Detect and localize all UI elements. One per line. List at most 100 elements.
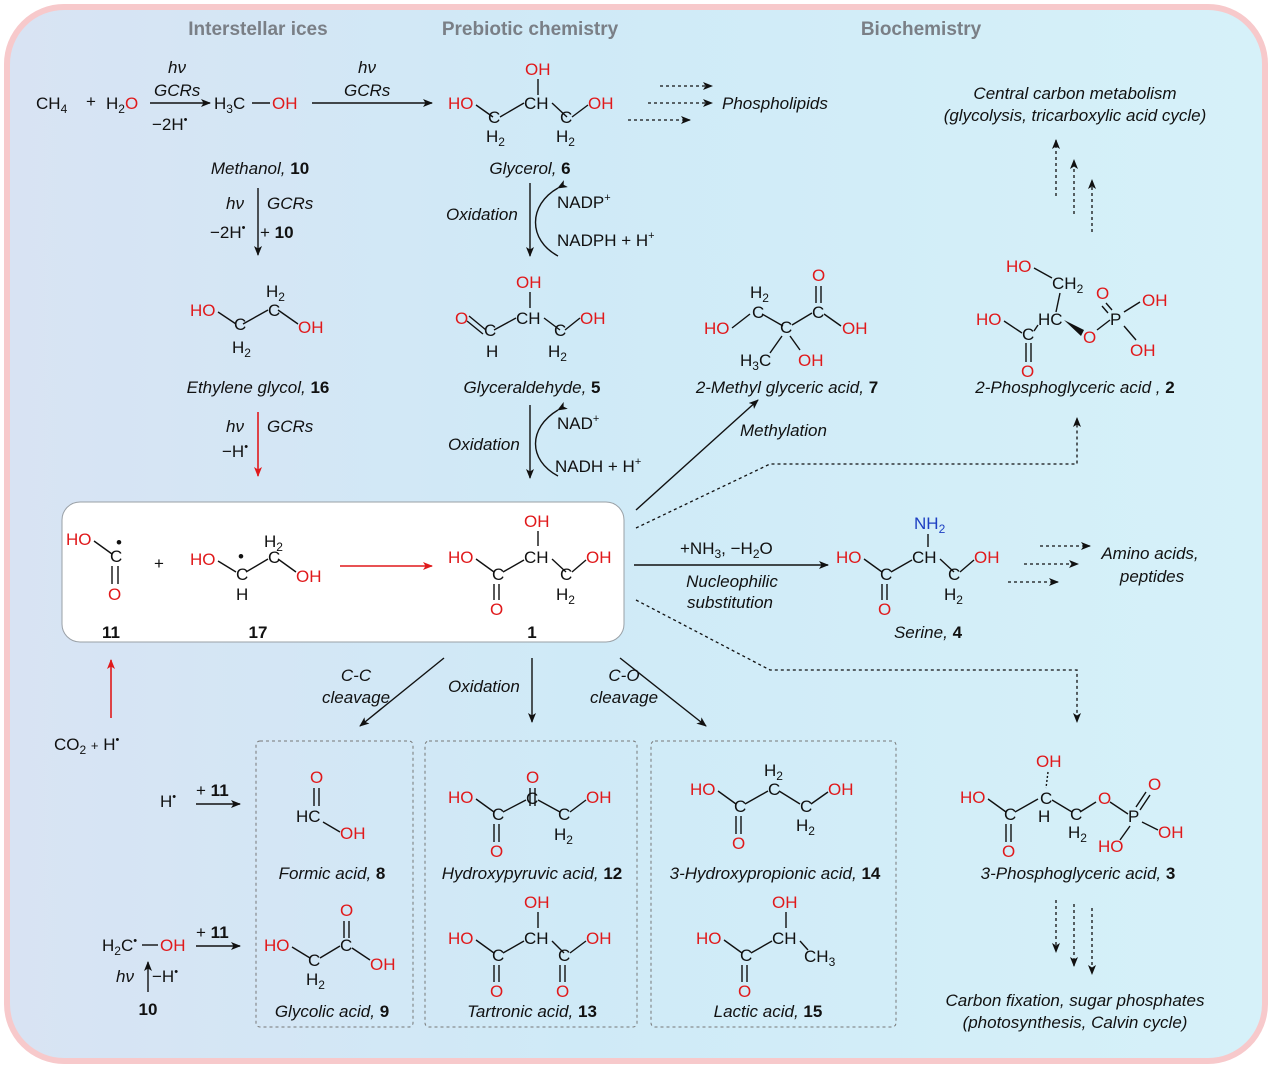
methylation-label: Methylation xyxy=(740,421,827,440)
svg-text:H2: H2 xyxy=(764,761,783,783)
serine-structure: NH2 HO C O CH C H2 OH xyxy=(836,514,1000,619)
svg-text:C: C xyxy=(1070,805,1082,824)
svg-text:H2: H2 xyxy=(232,338,251,360)
plus-11-label-1: + 11 xyxy=(196,781,229,800)
glyceraldehyde-label: Glyceraldehyde, 5 xyxy=(463,378,600,397)
svg-text:OH: OH xyxy=(588,94,614,113)
compound-10-number: 10 xyxy=(139,1000,158,1019)
methyl-glyceric-acid-label: 2-Methyl glyceric acid, 7 xyxy=(695,378,878,397)
svg-text:HO: HO xyxy=(690,780,716,799)
nad-label: NAD+ xyxy=(557,413,599,433)
svg-text:H: H xyxy=(236,585,248,604)
svg-text:H3C: H3C xyxy=(214,94,245,116)
svg-text:+: + xyxy=(86,92,96,111)
svg-text:OH: OH xyxy=(296,567,322,586)
plus-11-label-2: + 11 xyxy=(196,923,229,942)
svg-text:C: C xyxy=(492,805,504,824)
hv-label-3: hν xyxy=(226,194,244,213)
h-radical-reactant: H• xyxy=(160,791,176,811)
svg-text:HO: HO xyxy=(1098,837,1124,856)
svg-text:H2: H2 xyxy=(554,825,573,847)
svg-text:•: • xyxy=(116,533,122,552)
nadp-curved-arrow xyxy=(534,180,568,257)
svg-text:HC: HC xyxy=(1038,310,1063,329)
radical-11-structure: HO C • O xyxy=(66,530,122,604)
svg-text:C: C xyxy=(484,321,496,340)
svg-text:O: O xyxy=(1096,284,1109,303)
svg-text:H2: H2 xyxy=(750,283,769,305)
svg-text:O: O xyxy=(108,585,121,604)
svg-text:OH: OH xyxy=(298,318,324,337)
svg-text:O: O xyxy=(1002,842,1015,861)
svg-text:OH: OH xyxy=(370,955,396,974)
minus-2h-label-1: −2H• xyxy=(152,114,188,134)
svg-text:C: C xyxy=(268,548,280,567)
svg-text:C: C xyxy=(812,303,824,322)
svg-text:C: C xyxy=(492,946,504,965)
svg-text:OH: OH xyxy=(842,319,868,338)
hydroxypropionic-acid-structure: HO C O H2 C C H2 OH xyxy=(690,761,854,853)
glycerol-label: Glycerol, 6 xyxy=(489,159,570,178)
svg-text:OH: OH xyxy=(340,824,366,843)
svg-text:C: C xyxy=(234,315,246,334)
svg-text:C: C xyxy=(340,936,352,955)
svg-text:O: O xyxy=(556,982,569,1001)
svg-text:HO: HO xyxy=(976,310,1002,329)
lactic-acid-structure: OH HO C O CH CH3 xyxy=(696,893,836,1001)
svg-text:C: C xyxy=(268,301,280,320)
svg-text:NH2: NH2 xyxy=(914,514,946,536)
svg-text:O: O xyxy=(455,309,468,328)
hydroxypyruvic-acid-structure: O HO C O C C H2 OH xyxy=(448,768,612,861)
oxidation-label-1: Oxidation xyxy=(446,205,518,224)
svg-text:HO: HO xyxy=(448,548,474,567)
svg-text:OH: OH xyxy=(160,936,186,955)
nadh-label: NADH + H+ xyxy=(555,456,641,476)
svg-text:OH: OH xyxy=(1142,291,1168,310)
svg-text:CH: CH xyxy=(912,548,937,567)
svg-text:CH: CH xyxy=(516,309,541,328)
svg-text:H2: H2 xyxy=(266,282,285,304)
gcrs-label-1: GCRs xyxy=(154,81,201,100)
header-biochemistry: Biochemistry xyxy=(861,19,982,40)
tartronic-acid-label: Tartronic acid, 13 xyxy=(467,1002,597,1021)
svg-text:CH3: CH3 xyxy=(804,947,836,969)
tartronic-acid-structure: OH HO C O CH C O OH xyxy=(448,893,612,1001)
svg-text:C: C xyxy=(1004,805,1016,824)
svg-text:OH: OH xyxy=(1036,752,1062,771)
svg-text:HO: HO xyxy=(696,929,722,948)
svg-text:OH: OH xyxy=(524,893,550,912)
svg-text:C: C xyxy=(880,565,892,584)
methanol-label: Methanol, 10 xyxy=(211,159,309,178)
compound-17-number: 17 xyxy=(249,623,268,642)
glycolic-acid-structure: O HO C H2 C OH xyxy=(264,901,396,992)
plus-10-label: + 10 xyxy=(260,223,294,242)
radical-17-structure: HO C • H H2 C OH xyxy=(190,532,322,604)
glyceric-acid-1-structure: OH HO C O CH C H2 OH xyxy=(448,512,612,619)
svg-text:OH: OH xyxy=(828,780,854,799)
header-interstellar-ices: Interstellar ices xyxy=(188,19,327,40)
svg-text:H2O: H2O xyxy=(106,94,138,116)
phosphoglyceric-3-label: 3-Phosphoglyceric acid, 3 xyxy=(981,864,1176,883)
svg-text:C: C xyxy=(752,303,764,322)
oxidation-label-2: Oxidation xyxy=(448,435,520,454)
svg-text:HO: HO xyxy=(448,788,474,807)
nadph-label: NADPH + H+ xyxy=(557,230,655,250)
svg-text:O: O xyxy=(310,768,323,787)
svg-text:O: O xyxy=(732,834,745,853)
plus-radicals: + xyxy=(154,554,164,573)
svg-text:HO: HO xyxy=(448,94,474,113)
svg-text:OH: OH xyxy=(798,351,824,370)
svg-text:H2: H2 xyxy=(486,127,505,149)
svg-text:CH: CH xyxy=(772,929,797,948)
svg-text:H2: H2 xyxy=(556,127,575,149)
svg-text:O: O xyxy=(1148,775,1161,794)
svg-text:H2: H2 xyxy=(548,342,567,364)
box-cc-products xyxy=(255,740,414,1028)
methanol-structure: H3C OH xyxy=(214,94,298,116)
phosphoglyceric-2-label: 2-Phosphoglyceric acid , 2 xyxy=(974,378,1174,397)
svg-text:O: O xyxy=(490,600,503,619)
svg-text:OH: OH xyxy=(1158,823,1184,842)
svg-text:H3C: H3C xyxy=(740,351,771,373)
svg-text:C: C xyxy=(734,797,746,816)
svg-text:H2: H2 xyxy=(1068,823,1087,845)
